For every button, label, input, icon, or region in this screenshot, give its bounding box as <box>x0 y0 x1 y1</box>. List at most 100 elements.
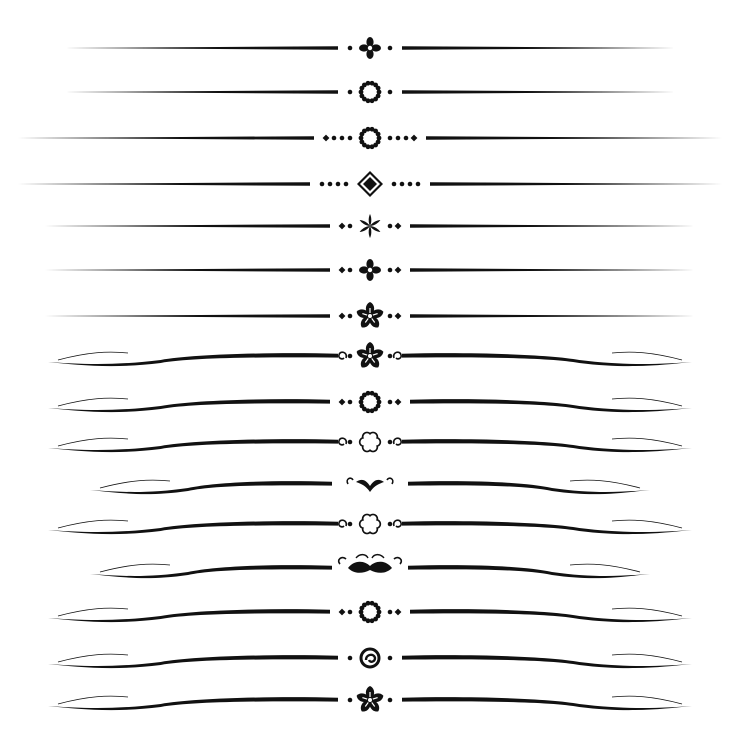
divider-12 <box>48 513 692 535</box>
wave-left <box>48 399 330 413</box>
quatrefoil-icon <box>359 259 381 281</box>
dot-left <box>347 89 353 95</box>
dot-right <box>387 655 393 661</box>
diamond-right <box>394 312 402 320</box>
dot-right <box>387 89 393 95</box>
divider-1 <box>65 37 675 59</box>
dot-right <box>387 45 393 51</box>
scroll-left <box>338 351 348 360</box>
dot-left <box>347 267 353 273</box>
dot-left <box>347 45 353 51</box>
flourish-left <box>99 479 171 489</box>
dot-right <box>387 609 393 615</box>
scalloped-flower-icon <box>358 431 382 453</box>
flourish-left <box>57 437 129 447</box>
dot-right <box>403 135 409 141</box>
flourish-left <box>99 563 171 573</box>
wave-right <box>402 521 692 535</box>
diamond-left <box>338 398 346 406</box>
wave-left <box>48 521 338 535</box>
diamond-right <box>394 222 402 230</box>
wave-left <box>48 353 338 367</box>
line-left <box>18 136 314 140</box>
five-petal-flower-icon <box>356 342 384 368</box>
divider-6 <box>45 259 695 281</box>
quatrefoil-icon <box>359 37 381 59</box>
scroll-right <box>392 351 402 360</box>
line-right <box>410 268 695 272</box>
divider-7 <box>45 302 695 328</box>
divider-5 <box>45 214 695 238</box>
flourish-left <box>57 653 129 663</box>
scroll-left <box>338 437 348 446</box>
divider-13 <box>90 553 650 579</box>
line-right <box>426 136 722 140</box>
divider-16 <box>48 686 692 712</box>
wave-right <box>402 353 692 367</box>
divider-15 <box>48 647 692 669</box>
scalloped-flower-icon <box>358 513 382 535</box>
dot-right <box>387 697 393 703</box>
divider-3 <box>18 126 722 150</box>
line-left <box>45 224 330 228</box>
bead-ring-icon <box>358 80 382 104</box>
divider-14 <box>48 600 692 624</box>
bead-ring-icon <box>358 126 382 150</box>
star-flower-icon <box>359 214 381 238</box>
wave-right <box>402 439 692 453</box>
dot-right <box>387 439 393 445</box>
diamond-left <box>338 266 346 274</box>
diamond-right <box>410 134 418 142</box>
wave-left <box>90 565 332 579</box>
dot-right <box>415 181 421 187</box>
dot-left <box>331 135 337 141</box>
wave-right <box>402 697 692 711</box>
diamond-right <box>394 266 402 274</box>
divider-4 <box>18 171 722 197</box>
flourish-right <box>611 351 683 361</box>
divider-11 <box>90 477 650 495</box>
divider-10 <box>48 431 692 453</box>
dot-left <box>339 135 345 141</box>
dot-right <box>407 181 413 187</box>
line-left <box>65 90 338 94</box>
diamond-left <box>338 608 346 616</box>
dot-right <box>395 135 401 141</box>
line-left <box>18 182 310 186</box>
line-left <box>45 314 330 318</box>
flourish-right <box>611 519 683 529</box>
dot-left <box>319 181 325 187</box>
scroll-left <box>338 519 348 528</box>
divider-8 <box>48 342 692 368</box>
dot-left <box>347 609 353 615</box>
dot-left <box>343 181 349 187</box>
diamond-left <box>322 134 330 142</box>
dot-right <box>387 353 393 359</box>
line-right <box>402 90 675 94</box>
dot-left <box>347 655 353 661</box>
flourish-left <box>57 351 129 361</box>
flourish-left <box>57 519 129 529</box>
dot-left <box>335 181 341 187</box>
diamond-right <box>394 398 402 406</box>
heart-swirl-icon <box>346 477 394 492</box>
flourish-right <box>569 479 641 489</box>
flourish-right <box>569 563 641 573</box>
diamond-left <box>338 312 346 320</box>
dot-right <box>387 223 393 229</box>
wave-right <box>402 655 692 669</box>
wave-left <box>48 439 338 453</box>
wave-right <box>408 481 650 495</box>
line-right <box>410 314 695 318</box>
dot-right <box>387 313 393 319</box>
dot-right <box>387 267 393 273</box>
bead-ring-icon <box>358 390 382 414</box>
dot-right <box>387 399 393 405</box>
dot-left <box>347 697 353 703</box>
flourish-right <box>611 695 683 705</box>
line-right <box>402 46 675 50</box>
divider-9 <box>48 390 692 414</box>
five-petal-flower-icon <box>356 686 384 712</box>
dot-right <box>387 135 393 141</box>
